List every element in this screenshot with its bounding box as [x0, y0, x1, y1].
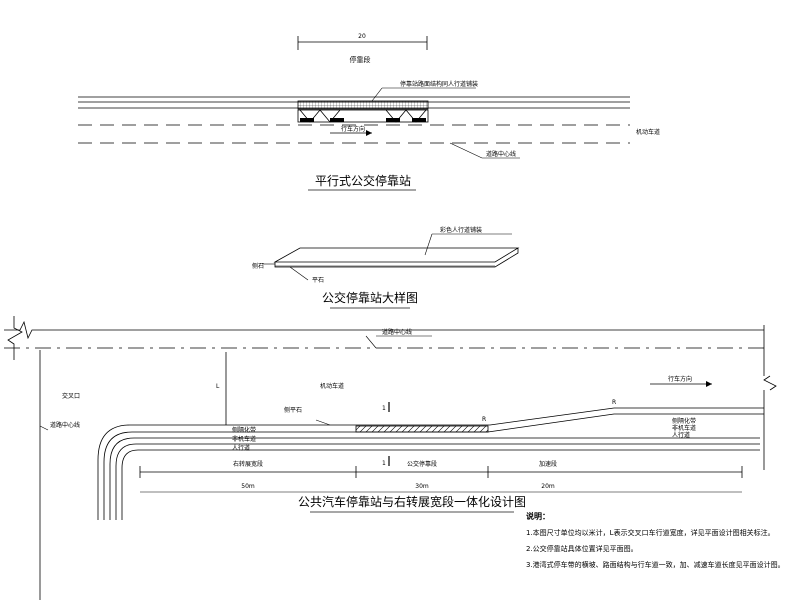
integrated-title: 公共汽车停靠站与右转展宽段一体化设计图 [298, 494, 526, 509]
platform-slab [273, 247, 520, 268]
note-item-1: 1.本图尺寸单位均以米计，L表示交叉口车行道宽度，详见平面设计图相关标注。 [526, 529, 775, 537]
plan-title: 平行式公交停靠站 [315, 173, 411, 188]
plan-dim-label: 停靠段 [350, 55, 371, 64]
strip-left-1: 侧隔化带 [232, 426, 256, 434]
platform-left-label: 侧石 [252, 262, 264, 270]
seg-length-3: 20m [541, 483, 555, 490]
shelter-platform [297, 100, 429, 110]
l-dimension-mark: L [216, 383, 220, 390]
strip-right-3: 人行道 [672, 431, 690, 439]
radius-mark-2: R [612, 399, 616, 406]
note-item-2: 2.公交停靠站具体位置详见平面图。 [526, 545, 638, 553]
plan-shelter-note: 停靠站路面结构同人行道铺装 [400, 80, 478, 88]
design-notes: 说明： 1.本图尺寸单位均以米计，L表示交叉口车行道宽度，详见平面设计图相关标注… [526, 509, 798, 573]
platform-title: 公交停靠站大样图 [322, 290, 418, 305]
section-marker-2: 1 [382, 460, 386, 467]
strip-right-1: 侧隔化带 [672, 417, 696, 425]
plan-dim-value: 20 [358, 33, 366, 40]
intersection-label: 交叉口 [62, 392, 80, 400]
road-centerline-label: 道路中心线 [50, 421, 80, 429]
note-item-3: 3.港湾式停车带的横坡、路面结构与行车道一致，加、减速车道长度见平面设计图。 [526, 561, 785, 569]
strip-left-3: 人行道 [232, 444, 250, 452]
notes-heading: 说明： [526, 512, 550, 521]
plan-flow-direction: 行车方向 [341, 125, 365, 133]
seg-length-2: 30m [415, 483, 429, 490]
integrated-centerline-label: 道路中心线 [382, 328, 412, 336]
platform-bottom-label: 平石 [312, 277, 324, 284]
radius-mark-1: R [482, 416, 486, 423]
curb-label: 侧平石 [284, 406, 302, 414]
integrated-flow-direction: 行车方向 [668, 375, 692, 383]
plan-view: 20 停靠段 停靠站路面结构同人行道铺装 行车方向 机动车道 道路中心线 平行式… [78, 33, 660, 191]
plan-centerline-label: 道路中心线 [486, 150, 516, 158]
seg-label-3: 加速段 [539, 460, 557, 468]
seg-label-2: 公交停靠段 [407, 460, 437, 468]
integrated-plan: 道路中心线 交叉口 道路中心线 机动车道 行车方向 L 侧平石 R R 1 [4, 316, 777, 600]
platform-top-label: 彩色人行道铺装 [440, 226, 482, 234]
integrated-lane-label: 机动车道 [320, 382, 344, 390]
strip-left-2: 非机车道 [232, 435, 256, 443]
plan-lane-label: 机动车道 [636, 128, 660, 136]
bus-platform-hatched [355, 425, 489, 433]
curb-outline [97, 407, 764, 520]
seg-label-1: 右转展宽段 [233, 460, 263, 468]
strip-right-2: 非机车道 [672, 424, 696, 432]
platform-detail: 彩色人行道铺装 侧石 平石 公交停靠站大样图 [252, 226, 520, 309]
bus-bay [297, 109, 429, 123]
seg-length-1: 50m [241, 483, 255, 490]
section-marker-1: 1 [382, 405, 386, 412]
